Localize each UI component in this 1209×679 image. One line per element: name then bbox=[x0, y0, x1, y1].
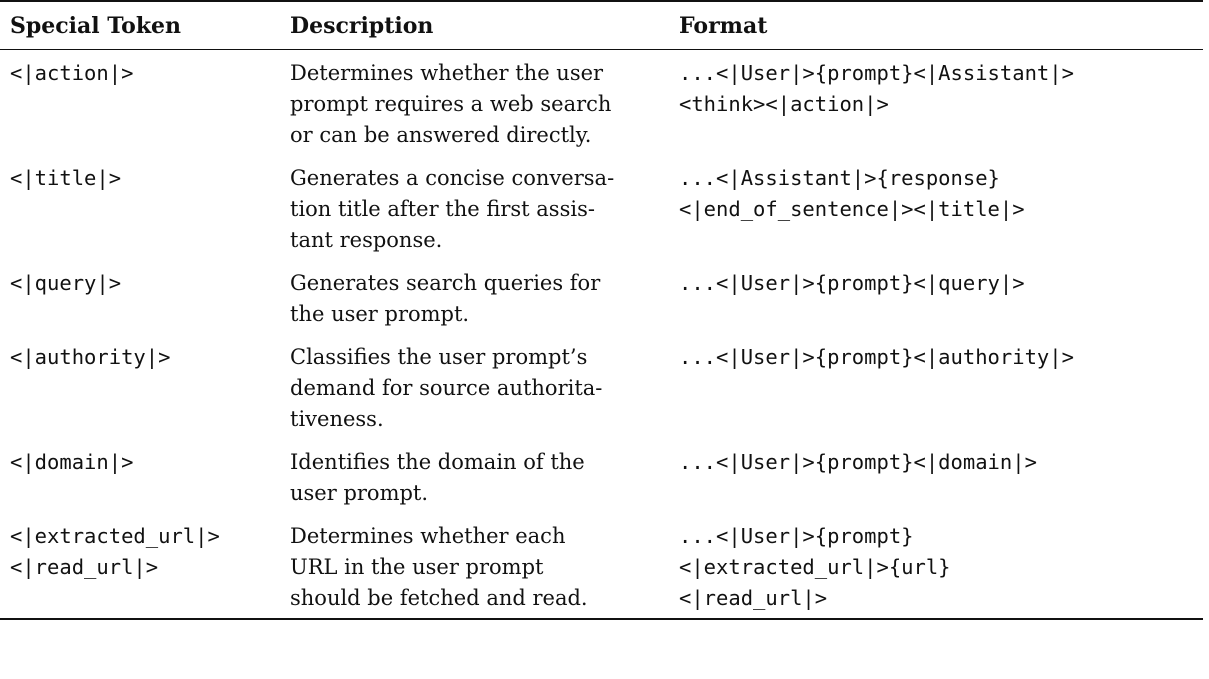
format-line: ...<|User|>{prompt}<|query|> bbox=[679, 271, 1025, 295]
description-line: Classifies the user prompt’s bbox=[290, 345, 588, 369]
format-line: <|read_url|> bbox=[679, 586, 828, 610]
special-token-table: Special Token Description Format <|actio… bbox=[0, 0, 1203, 620]
description-line: Determines whether each bbox=[290, 524, 566, 548]
format-line: <|extracted_url|>{url} bbox=[679, 555, 951, 579]
header-description: Description bbox=[276, 0, 666, 50]
format-cell: ...<|User|>{prompt}<|domain|> bbox=[666, 441, 1203, 515]
format-line: ...<|User|>{prompt}<|Assistant|> bbox=[679, 61, 1074, 85]
token-line: <|action|> bbox=[10, 61, 134, 85]
token-line: <|domain|> bbox=[10, 450, 134, 474]
format-line: ...<|User|>{prompt}<|authority|> bbox=[679, 345, 1074, 369]
format-cell: ...<|User|>{prompt}<|Assistant|> <think><… bbox=[666, 50, 1203, 158]
description-line: user prompt. bbox=[290, 481, 429, 505]
description-line: Generates a concise conversa- bbox=[290, 166, 615, 190]
token-cell: <|extracted_url|> <|read_url|> bbox=[0, 515, 276, 620]
table-row: <|domain|> Identifies the domain of the us… bbox=[0, 441, 1203, 515]
format-cell: ...<|User|>{prompt} <|extracted_url|>{url… bbox=[666, 515, 1203, 620]
description-cell: Generates search queries for the user pro… bbox=[276, 262, 666, 336]
token-cell: <|query|> bbox=[0, 262, 276, 336]
description-line: demand for source authorita- bbox=[290, 376, 603, 400]
description-cell: Generates a concise conversa-tion title … bbox=[276, 157, 666, 262]
token-line: <|query|> bbox=[10, 271, 122, 295]
description-line: should be fetched and read. bbox=[290, 586, 588, 610]
description-line: Identifies the domain of the bbox=[290, 450, 585, 474]
description-line: Generates search queries for bbox=[290, 271, 601, 295]
table-row: <|extracted_url|> <|read_url|> Determines … bbox=[0, 515, 1203, 620]
description-cell: Classifies the user prompt’s demand for s… bbox=[276, 336, 666, 441]
description-cell: Determines whether the user prompt requir… bbox=[276, 50, 666, 158]
table-header: Special Token Description Format bbox=[0, 0, 1203, 50]
token-line: <|authority|> bbox=[10, 345, 171, 369]
format-line: ...<|User|>{prompt}<|domain|> bbox=[679, 450, 1037, 474]
description-line: or can be answered directly. bbox=[290, 123, 592, 147]
description-line: Determines whether the user bbox=[290, 61, 604, 85]
table-row: <|title|> Generates a concise conversa-ti… bbox=[0, 157, 1203, 262]
table-body: <|action|> Determines whether the user pro… bbox=[0, 50, 1203, 620]
format-line: <|end_of_sentence|><|title|> bbox=[679, 197, 1025, 221]
token-cell: <|authority|> bbox=[0, 336, 276, 441]
format-line: ...<|User|>{prompt} bbox=[679, 524, 914, 548]
header-row: Special Token Description Format bbox=[0, 0, 1203, 50]
table-row: <|action|> Determines whether the user pro… bbox=[0, 50, 1203, 158]
token-line: <|extracted_url|> bbox=[10, 524, 220, 548]
token-cell: <|action|> bbox=[0, 50, 276, 158]
format-cell: ...<|User|>{prompt}<|query|> bbox=[666, 262, 1203, 336]
description-line: tion title after the first assis- bbox=[290, 197, 595, 221]
header-special-token: Special Token bbox=[0, 0, 276, 50]
description-line: the user prompt. bbox=[290, 302, 470, 326]
format-line: <think><|action|> bbox=[679, 92, 889, 116]
description-line: tant response. bbox=[290, 228, 443, 252]
format-cell: ...<|User|>{prompt}<|authority|> bbox=[666, 336, 1203, 441]
description-cell: Identifies the domain of the user prompt. bbox=[276, 441, 666, 515]
format-cell: ...<|Assistant|>{response} <|end_of_sente… bbox=[666, 157, 1203, 262]
token-cell: <|title|> bbox=[0, 157, 276, 262]
token-cell: <|domain|> bbox=[0, 441, 276, 515]
token-line: <|read_url|> bbox=[10, 555, 159, 579]
description-line: prompt requires a web search bbox=[290, 92, 612, 116]
table-row: <|authority|> Classifies the user prompt’… bbox=[0, 336, 1203, 441]
format-line: ...<|Assistant|>{response} bbox=[679, 166, 1000, 190]
header-format: Format bbox=[666, 0, 1203, 50]
token-line: <|title|> bbox=[10, 166, 122, 190]
description-line: URL in the user prompt bbox=[290, 555, 544, 579]
special-token-table-wrapper: Special Token Description Format <|actio… bbox=[0, 0, 1203, 620]
description-line: tiveness. bbox=[290, 407, 384, 431]
table-row: <|query|> Generates search queries for the… bbox=[0, 262, 1203, 336]
